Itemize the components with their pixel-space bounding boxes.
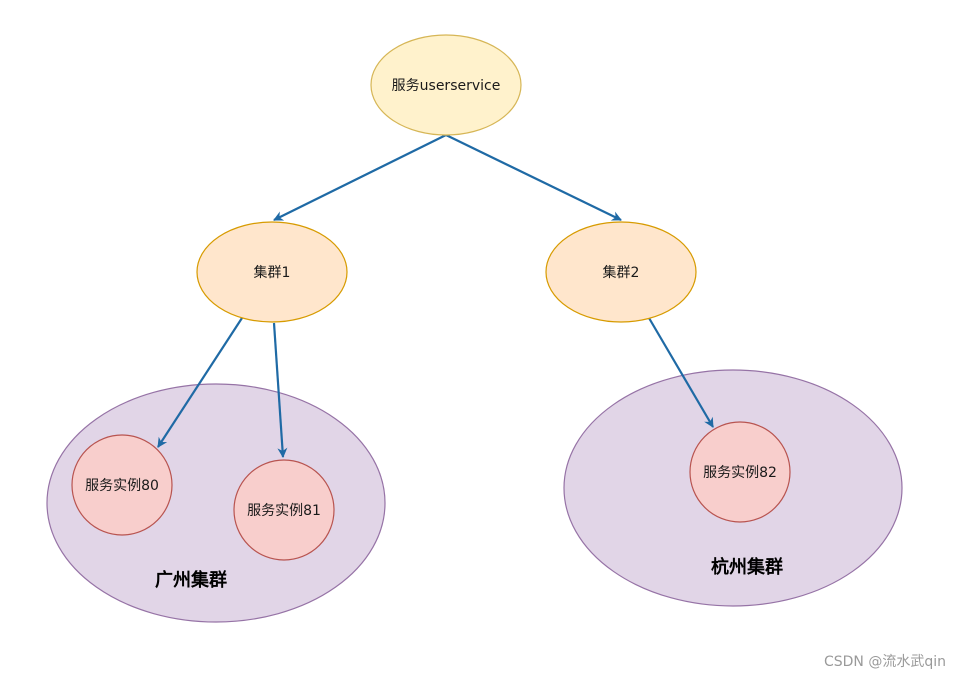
node-service[interactable]: 服务userservice [370, 34, 522, 136]
edge-service-to-cluster2 [445, 134, 622, 221]
node-cluster1[interactable]: 集群1 [196, 221, 348, 323]
node-instance82[interactable]: 服务实例82 [689, 421, 791, 523]
node-instance81-label: 服务实例81 [247, 503, 321, 519]
node-instance80[interactable]: 服务实例80 [71, 434, 173, 536]
node-instance82-label: 服务实例82 [703, 465, 777, 481]
node-cluster2-label: 集群2 [603, 264, 640, 281]
node-instance81-shape [233, 459, 335, 561]
node-instance82-shape [689, 421, 791, 523]
edge-cluster1-to-instance80 [157, 317, 243, 448]
edge-cluster1-to-instance81 [272, 322, 288, 458]
edge-cluster2-to-instance82 [648, 317, 714, 428]
group-guangzhou-label: 广州集群 [155, 569, 227, 591]
edge-service-to-cluster1 [273, 134, 447, 221]
node-instance80-shape [71, 434, 173, 536]
node-cluster2[interactable]: 集群2 [545, 221, 697, 323]
node-cluster2-shape [545, 221, 697, 323]
edges [157, 134, 714, 458]
node-service-label: 服务userservice [392, 78, 501, 94]
node-instance80-label: 服务实例80 [85, 478, 159, 494]
node-service-shape [370, 34, 522, 136]
watermark: CSDN @流水武qin [823, 654, 946, 670]
node-cluster1-label: 集群1 [254, 264, 291, 281]
node-instance81[interactable]: 服务实例81 [233, 459, 335, 561]
group-hangzhou-label: 杭州集群 [711, 556, 783, 578]
node-cluster1-shape [196, 221, 348, 323]
